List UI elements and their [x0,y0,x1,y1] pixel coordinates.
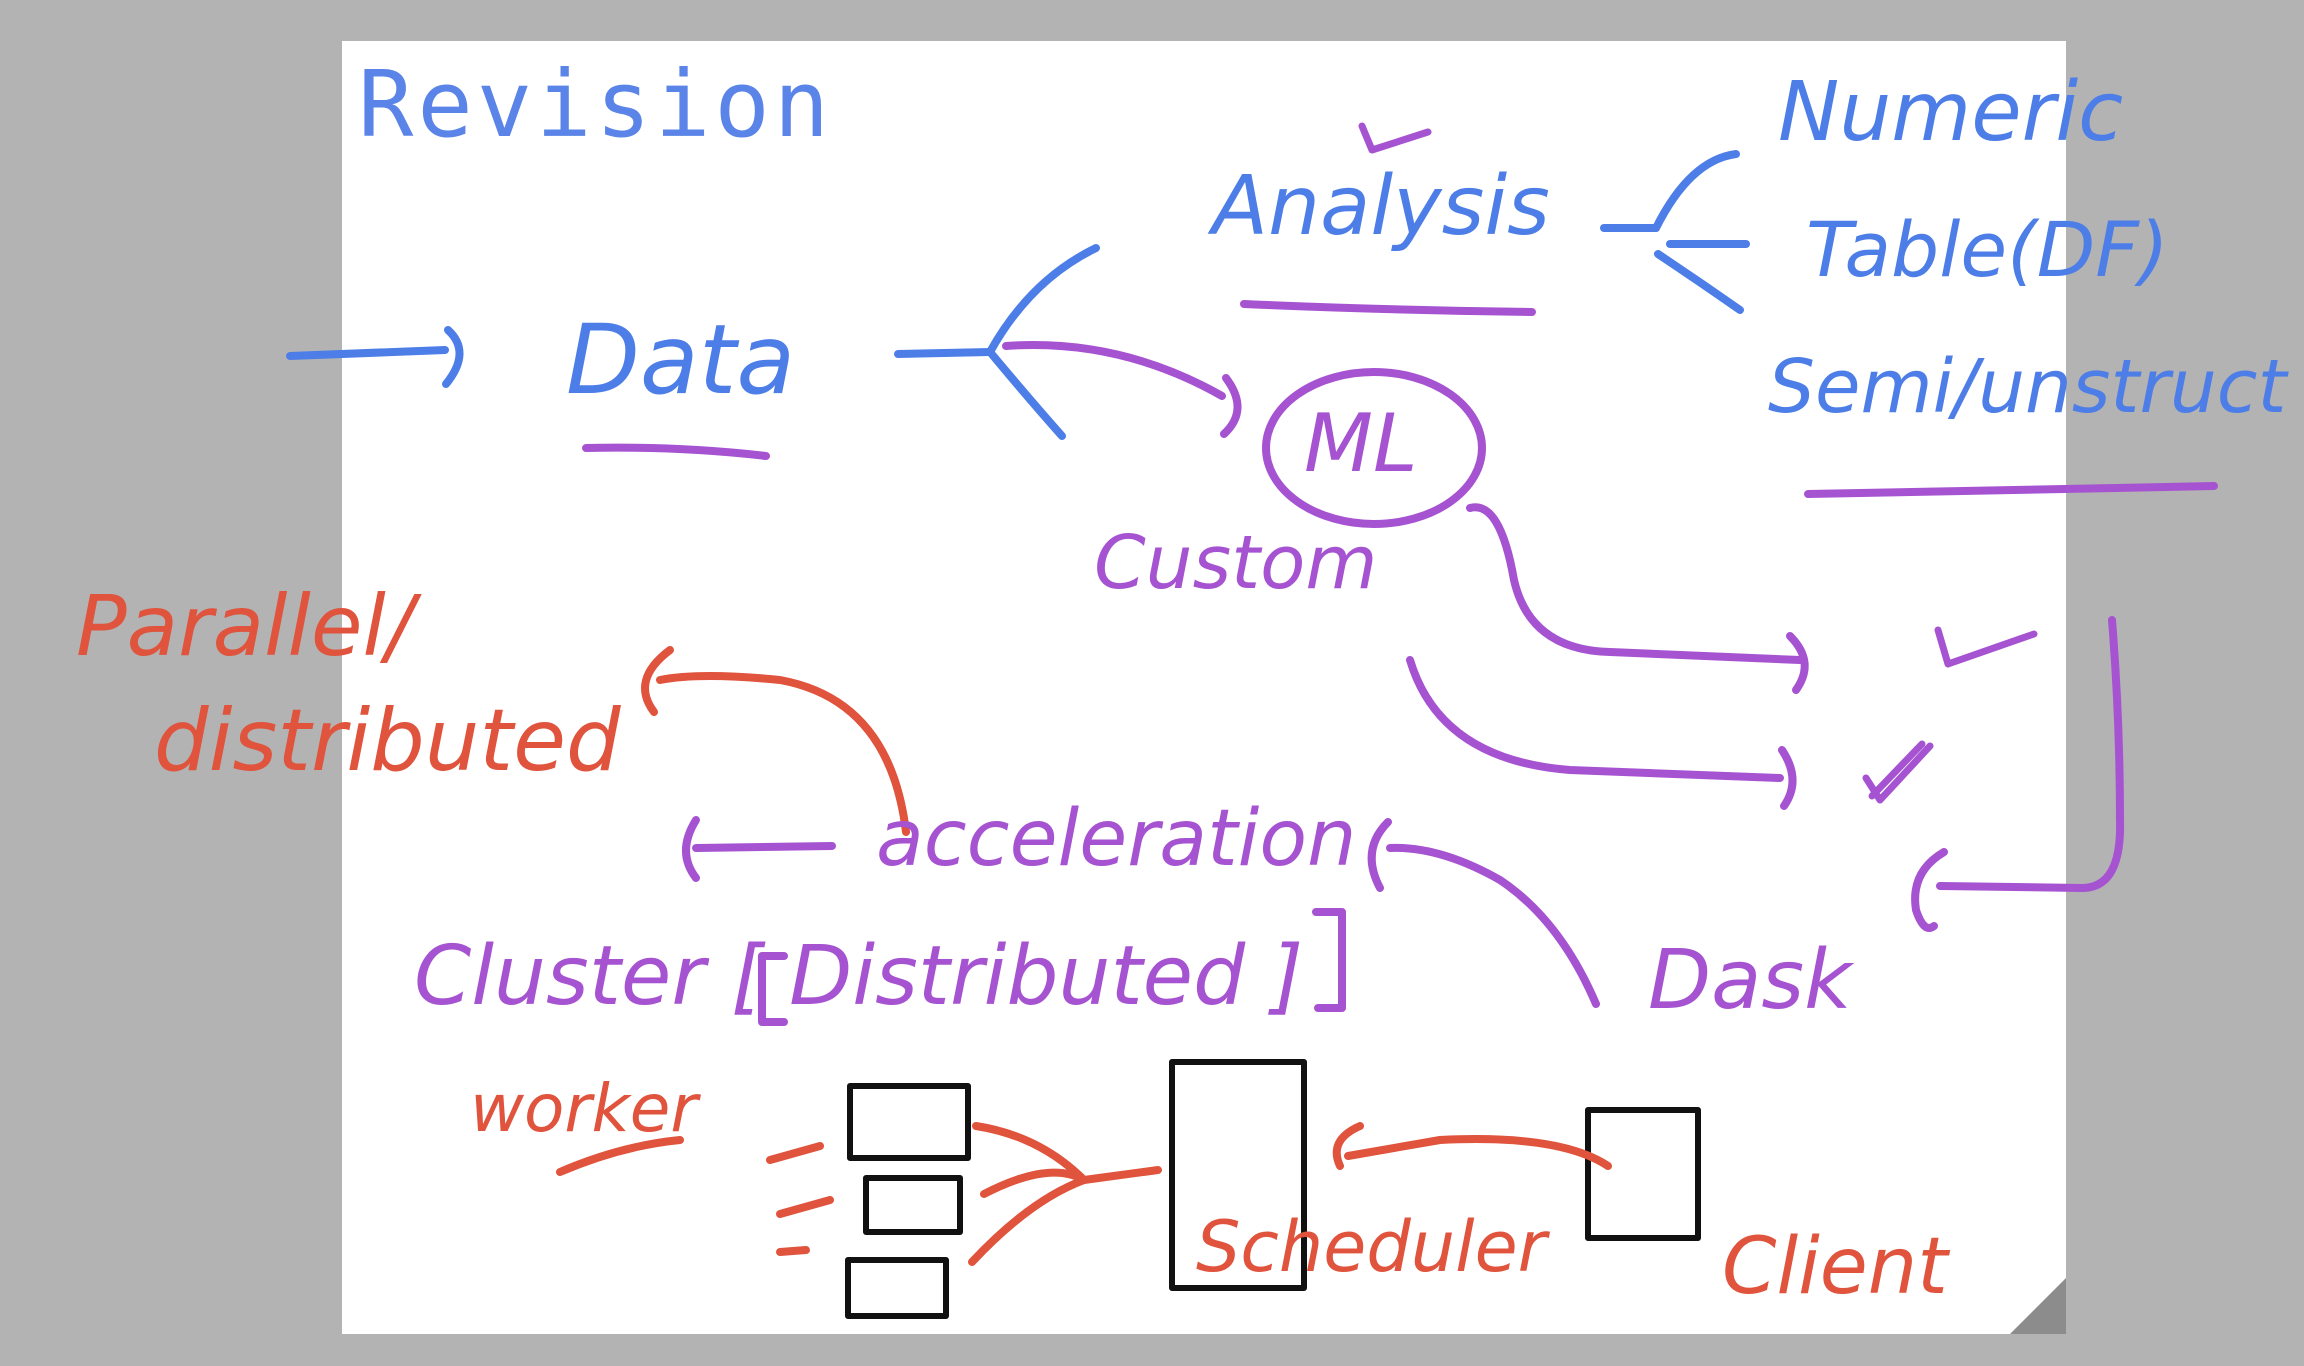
label-client: Client [1722,1222,1948,1312]
arrow-into-data [286,326,464,388]
label-cluster: Cluster [ Distributed ] [414,929,1304,1024]
label-semi: Semi/unstruct [1768,344,2287,430]
label-scheduler: Scheduler [1196,1206,1547,1288]
check-mark-2 [1862,740,1934,804]
page-title: Revision [358,51,834,158]
arrow-ml-to-check [1466,503,1809,694]
label-table: Table(DF) [1806,205,2169,294]
label-ml: ML [1304,397,1418,490]
label-distributed: distributed [154,691,621,791]
arrow-client-to-scheduler [1332,1122,1612,1170]
worker-boxes [845,1083,971,1319]
page-curl-corner [2010,1278,2066,1334]
whiteboard-page[interactable]: Revision [342,41,2066,1334]
label-data: Data [566,304,796,416]
label-worker: worker [470,1070,698,1147]
ml-circle [1262,368,1486,528]
label-numeric: Numeric [1778,65,2124,160]
worker-dashes [766,1142,834,1256]
data-fork [894,244,1100,440]
label-analysis: Analysis [1212,159,1550,254]
arrow-checks-to-dask [1911,616,2125,932]
label-custom: Custom [1094,520,1378,606]
arrow-dask-to-acceleration [1367,818,1600,1008]
label-dask: Dask [1648,933,1852,1028]
arrow-acceleration-left [682,816,836,882]
analysis-check [1358,122,1432,154]
worker-underline [556,1136,684,1176]
arrow-acceleration-to-parallel [641,646,910,836]
scheduler-box [1169,1059,1307,1291]
label-acceleration: acceleration [876,794,1357,884]
cluster-brackets [758,908,1346,1026]
semi-underline [1804,482,2218,498]
workers-to-scheduler [968,1122,1162,1266]
data-underline [582,443,770,460]
client-box [1585,1107,1701,1241]
arrow-to-ml [1002,341,1242,438]
analysis-underline [1240,300,1536,316]
label-parallel: Parallel/ [76,577,415,675]
check-mark-1 [1934,626,2038,668]
arrow-custom-to-check [1406,656,1797,810]
analysis-fork [1600,150,1750,314]
